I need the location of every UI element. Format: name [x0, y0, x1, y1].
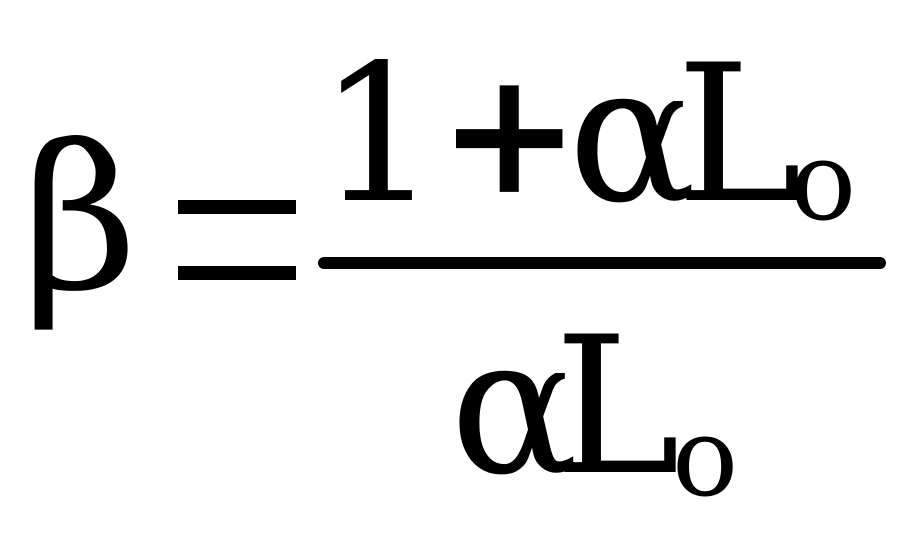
fraction-bar [318, 257, 886, 269]
numerator-one: 1 [318, 24, 439, 245]
equals-bar-bottom [178, 266, 296, 280]
denominator-L: L [554, 296, 681, 517]
equals-bar-top [178, 200, 296, 214]
denominator-subscript: o [672, 393, 739, 521]
fraction-numerator: 1 + α L o [318, 40, 878, 237]
numerator-alpha: α [568, 24, 697, 245]
numerator-subscript: o [790, 117, 857, 245]
plus-sign: + [438, 33, 581, 233]
equals-sign [178, 200, 296, 284]
numerator-L: L [676, 24, 803, 245]
fraction-denominator: α L o [450, 296, 750, 521]
beta-symbol: β [22, 103, 138, 336]
denominator-alpha: α [450, 296, 579, 517]
